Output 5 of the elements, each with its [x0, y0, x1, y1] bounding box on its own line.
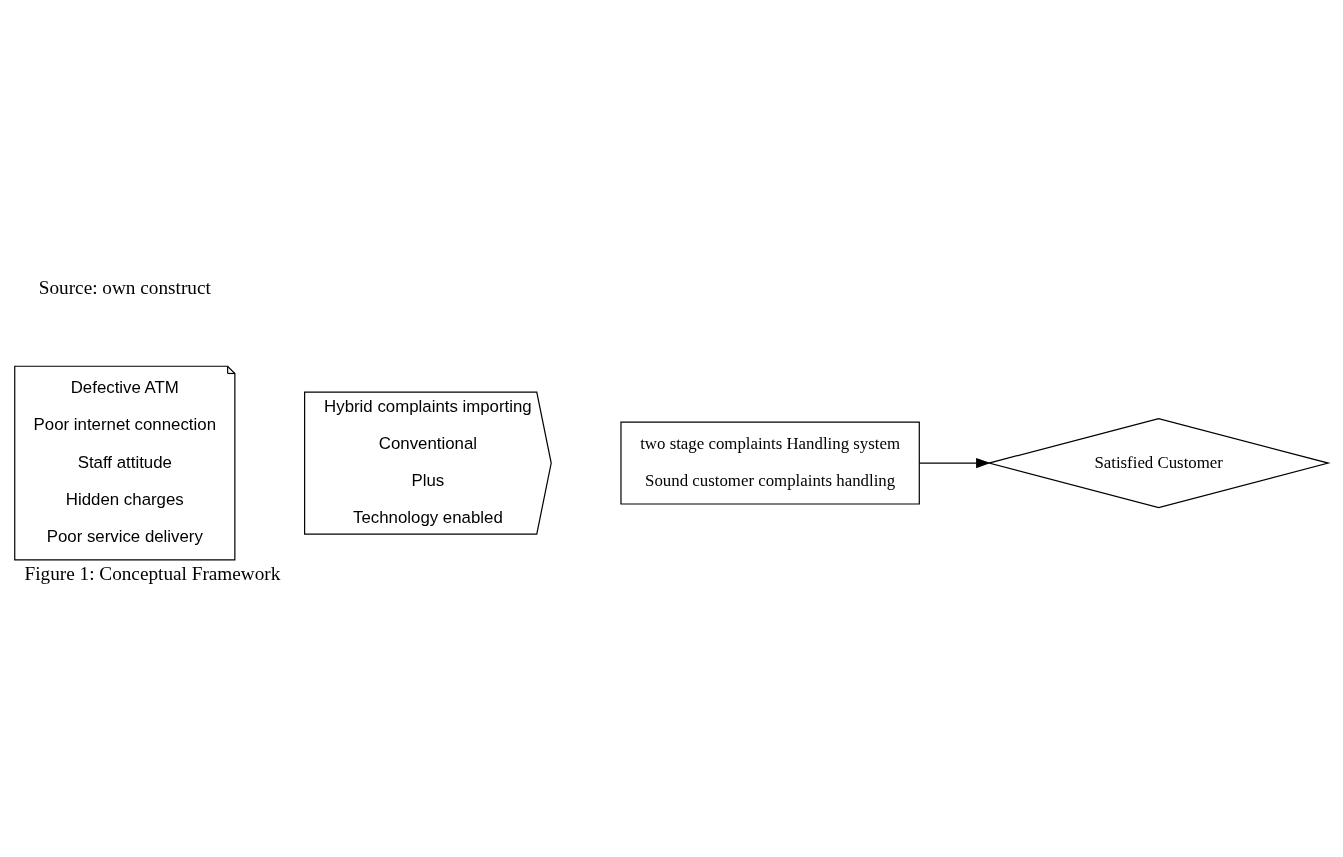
node-box: two stage complaints Handling system Sound customer complaints handling	[620, 421, 920, 505]
caption: Figure 1: Conceptual Framework	[24, 563, 281, 585]
label: Source: own construct	[38, 277, 211, 299]
arrow	[918, 458, 991, 469]
node-diamond: Satisfied Customer	[986, 417, 1331, 509]
